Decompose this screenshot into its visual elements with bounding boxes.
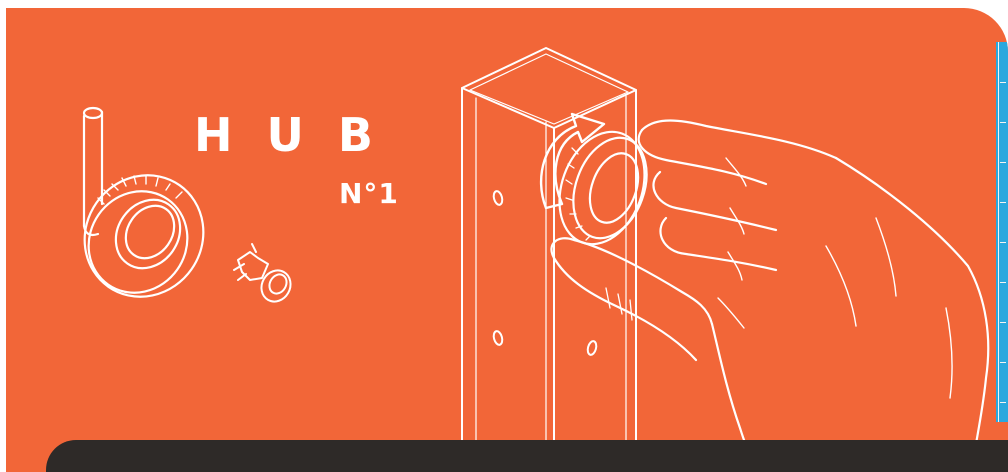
illustration-scene [6, 8, 1008, 472]
packaging-card: HUB N°1 [6, 8, 1008, 472]
edge-accent-bar [996, 42, 1008, 422]
push-pin-icon [234, 244, 296, 307]
post-illustration [462, 48, 636, 472]
hand-illustration [551, 121, 988, 472]
bottom-strip [46, 440, 1008, 472]
rotate-arrow-icon [541, 114, 604, 208]
brand-number: N°1 [339, 180, 399, 208]
knob-illustration [545, 120, 660, 256]
brand-name: HUB [194, 112, 407, 158]
